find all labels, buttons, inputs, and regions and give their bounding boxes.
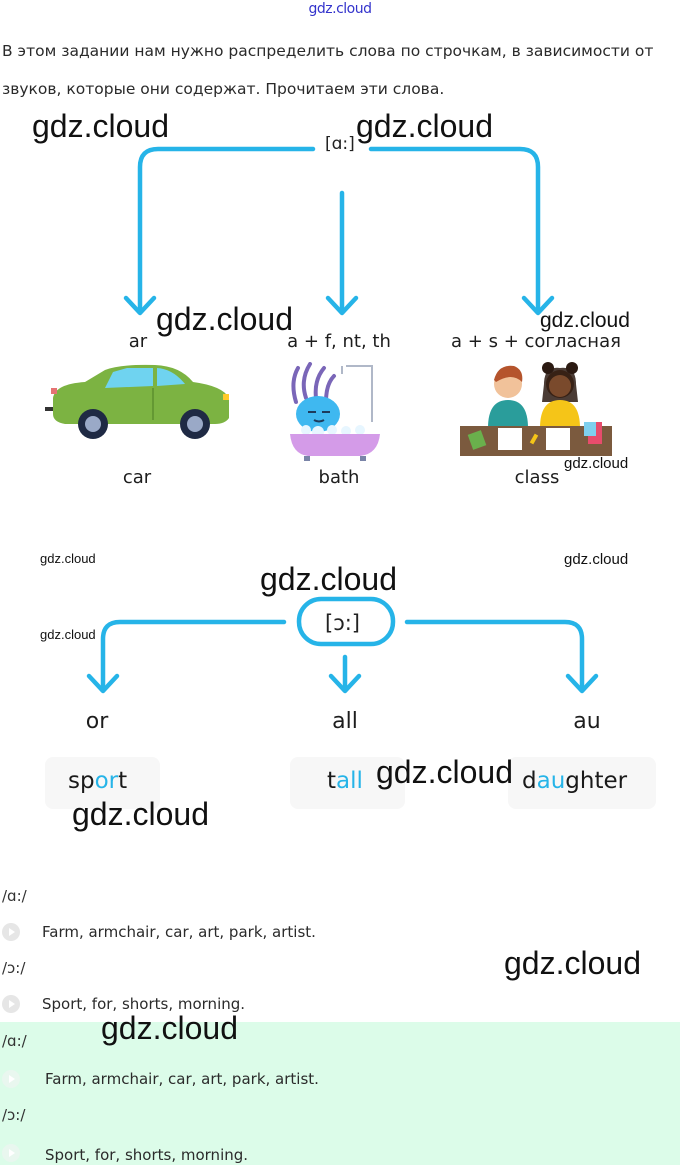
phoneme-a-label: [ɑ:] <box>325 134 355 154</box>
watermark: gdz.cloud <box>72 796 209 832</box>
watermark: gdz.cloud <box>564 551 629 568</box>
word-bath: bath <box>318 467 360 488</box>
word-tall: tall <box>327 768 363 794</box>
answer-words: Sport, for, shorts, morning. <box>42 995 246 1013</box>
answer-phoneme: /ɔ:/ <box>2 959 26 977</box>
rule-au: au <box>573 709 601 734</box>
watermark: gdz.cloud <box>504 945 641 981</box>
car-illustration <box>45 364 229 439</box>
watermark: gdz.cloud <box>260 561 397 597</box>
word-car: car <box>122 467 152 488</box>
watermark: gdz.cloud <box>540 309 630 332</box>
arrow-left-head <box>86 673 120 694</box>
rule-ar: ar <box>128 331 148 352</box>
watermark: gdz.cloud <box>32 108 169 144</box>
arrow-left-head <box>123 295 157 316</box>
phoneme-o-pill <box>296 596 396 647</box>
word-card-daughter <box>508 757 656 809</box>
answer-words: Farm, armchair, car, art, park, artist. <box>45 1070 319 1088</box>
play-icon[interactable] <box>2 1144 20 1162</box>
arrow-center-head <box>328 673 362 694</box>
arrow-right-branch <box>404 619 585 693</box>
play-icon[interactable] <box>2 923 20 941</box>
rule-all: all <box>332 709 358 734</box>
rule-or: or <box>85 709 109 734</box>
answers-highlighted-section: /ɑ:/ Farm, armchair, car, art, park, art… <box>0 1022 680 1165</box>
watermark: gdz.cloud <box>564 455 629 472</box>
watermark: gdz.cloud <box>156 301 293 337</box>
arrow-right-branch <box>368 146 541 315</box>
answer-phoneme: /ɔ:/ <box>2 1106 26 1124</box>
answer-words: Sport, for, shorts, morning. <box>45 1146 249 1164</box>
arrow-right-head <box>565 673 599 694</box>
watermark: gdz.cloud <box>40 551 96 566</box>
word-daughter: daughter <box>522 768 627 794</box>
word-tall-part: t <box>327 768 337 794</box>
watermark: gdz.cloud <box>40 627 96 642</box>
diagram-o-arrows <box>86 596 599 694</box>
word-daughter-highlight: au <box>536 768 566 794</box>
answer-words: Farm, armchair, car, art, park, artist. <box>42 923 316 941</box>
word-daughter-part: ghter <box>565 768 628 794</box>
answer-phoneme: /ɑ:/ <box>2 887 27 905</box>
watermark: gdz.cloud <box>101 1010 238 1046</box>
answers-section: /ɑ:/ Farm, armchair, car, art, park, art… <box>0 875 680 1022</box>
watermark: gdz.cloud <box>356 108 493 144</box>
class-illustration <box>460 362 612 456</box>
word-tall-highlight: all <box>336 768 363 794</box>
intro-text: В этом задании нам нужно распределить сл… <box>2 42 654 98</box>
word-card-sport <box>45 757 160 809</box>
play-icon[interactable] <box>2 1070 20 1088</box>
phoneme-o-label: [ɔ:] <box>325 611 360 635</box>
arrow-right-head <box>521 295 555 316</box>
arrow-center-head <box>325 295 359 316</box>
bath-illustration <box>290 362 380 461</box>
word-sport-part: t <box>118 768 128 794</box>
play-icon[interactable] <box>2 995 20 1013</box>
watermark: gdz.cloud <box>376 754 513 790</box>
answer-phoneme: /ɑ:/ <box>2 1032 27 1050</box>
rule-a-f-nt-th: a + f, nt, th <box>287 331 391 352</box>
word-sport: sport <box>68 768 127 794</box>
rule-a-s-consonant: a + s + согласная <box>451 331 621 352</box>
arrow-left-branch <box>100 619 287 693</box>
word-daughter-part: d <box>522 768 537 794</box>
word-sport-part: sp <box>68 768 95 794</box>
site-mark[interactable]: gdz.cloud <box>308 1 372 17</box>
word-sport-highlight: or <box>94 768 119 794</box>
word-card-tall <box>290 757 405 809</box>
diagram-a-arrows <box>123 146 555 316</box>
arrow-left-branch <box>137 146 316 315</box>
word-class: class <box>514 467 560 488</box>
